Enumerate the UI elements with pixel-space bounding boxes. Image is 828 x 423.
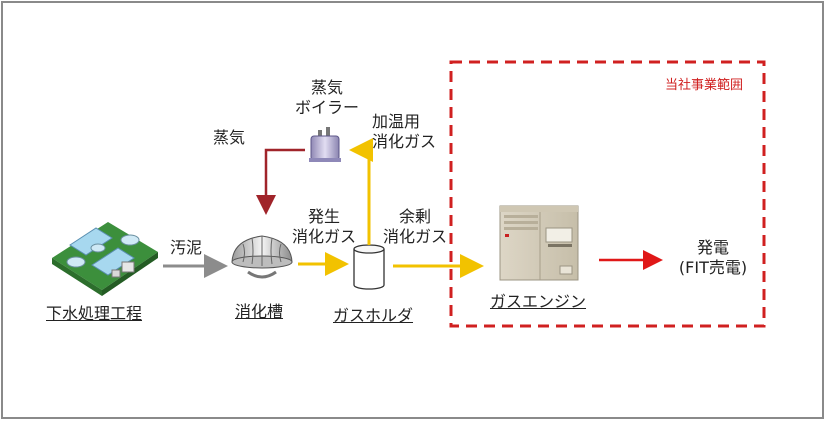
heating-gas-label-line1: 加温用	[372, 112, 421, 131]
sewage-process-label: 下水処理工程	[46, 304, 143, 323]
surplus-gas-label-line2: 消化ガス	[382, 227, 447, 246]
generated-gas-label-line2: 消化ガス	[291, 227, 356, 246]
steam-label: 蒸気	[213, 128, 246, 147]
digester-tank-icon	[231, 235, 293, 279]
gas-engine-icon	[499, 205, 579, 281]
boiler-label-line2: ボイラー	[294, 98, 359, 117]
scope-label: 当社事業範囲	[665, 78, 744, 93]
sludge-label: 汚泥	[170, 238, 203, 257]
boiler-label-line1: 蒸気	[310, 78, 343, 97]
scope-box	[449, 60, 766, 328]
power-label-line2: (FIT売電)	[678, 258, 748, 277]
surplus-gas-label-line1: 余剰	[398, 207, 431, 226]
steam-arrow	[256, 148, 305, 215]
heating-gas-arrow	[349, 138, 373, 245]
treatment-plant-icon	[52, 222, 158, 296]
steam-boiler-icon	[309, 127, 341, 162]
gas-engine-label: ガスエンジン	[490, 292, 587, 311]
heating-gas-label-line2: 消化ガス	[372, 132, 437, 151]
digester-label: 消化槽	[235, 302, 284, 321]
power-label-line1: 発電	[696, 238, 729, 257]
generated-gas-label-line1: 発生	[307, 207, 340, 226]
gas-holder-icon	[353, 244, 385, 290]
gas-holder-label: ガスホルダ	[333, 306, 414, 325]
